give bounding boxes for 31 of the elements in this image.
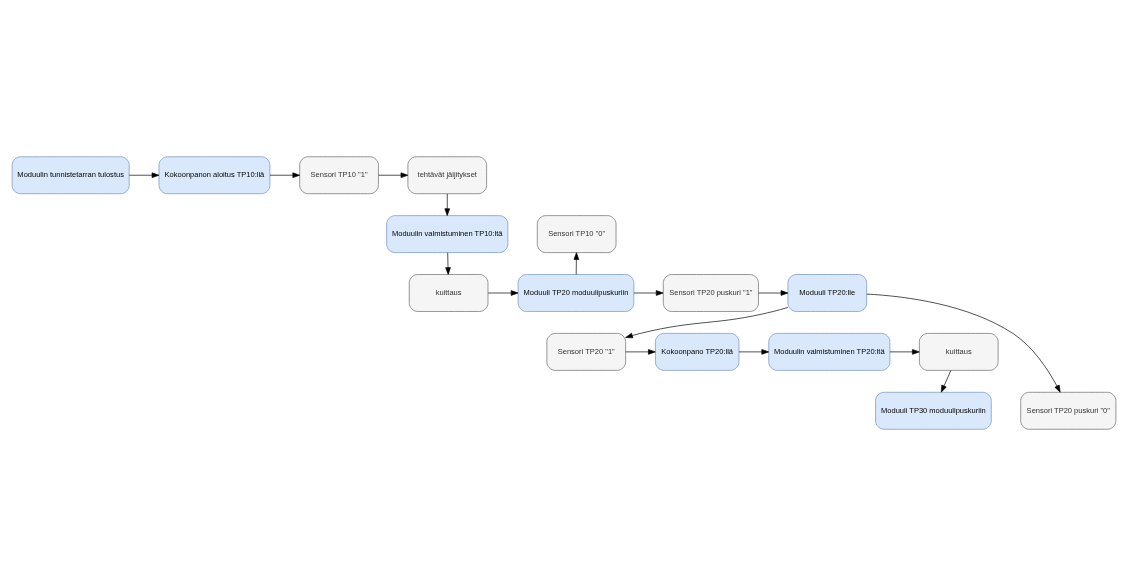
node-box: kuittaus <box>919 333 999 371</box>
arrow <box>889 349 920 355</box>
node-box: Moduulin valmistuminen TP10:ltä <box>386 215 509 253</box>
arrow <box>129 172 160 178</box>
arrow <box>625 307 789 339</box>
arrow <box>633 290 664 296</box>
arrow <box>573 252 580 275</box>
node-box: Sensori TP10 "1" <box>299 156 379 195</box>
arrow <box>487 290 519 296</box>
node-box: Kokoonpano TP20:llä <box>655 333 740 371</box>
arrow <box>444 193 450 216</box>
node-box: Sensori TP20 puskuri "1" <box>662 274 759 312</box>
arrow <box>866 293 1061 393</box>
node-box: Moduuli TP20 moduulipuskuriin <box>517 274 635 312</box>
node-box: Moduuli TP30 moduulipuskuriin <box>875 391 992 430</box>
arrow <box>758 290 789 296</box>
node-box: Sensori TP10 "0" <box>536 215 617 253</box>
node-box: Sensori TP20 puskuri "0" <box>1020 391 1117 430</box>
node-box: kuittaus <box>408 274 489 312</box>
arrow <box>738 349 769 355</box>
node-box: Moduulin valmistuminen TP20:ltä <box>768 333 891 371</box>
node-box: Moduuli TP20:lle <box>787 274 867 312</box>
arrow <box>940 370 952 393</box>
arrow <box>378 172 409 178</box>
arrow <box>445 252 451 275</box>
node-box: Moduulin tunnistetarran tulostus <box>11 156 130 195</box>
node-box: Kokoonpanon aloitus TP10:llä <box>158 156 271 195</box>
node-box: Sensori TP20 "1" <box>546 333 626 371</box>
arrow <box>625 349 656 355</box>
arrow <box>269 172 300 178</box>
node-box: tehtävät jäljitykset <box>407 156 487 195</box>
